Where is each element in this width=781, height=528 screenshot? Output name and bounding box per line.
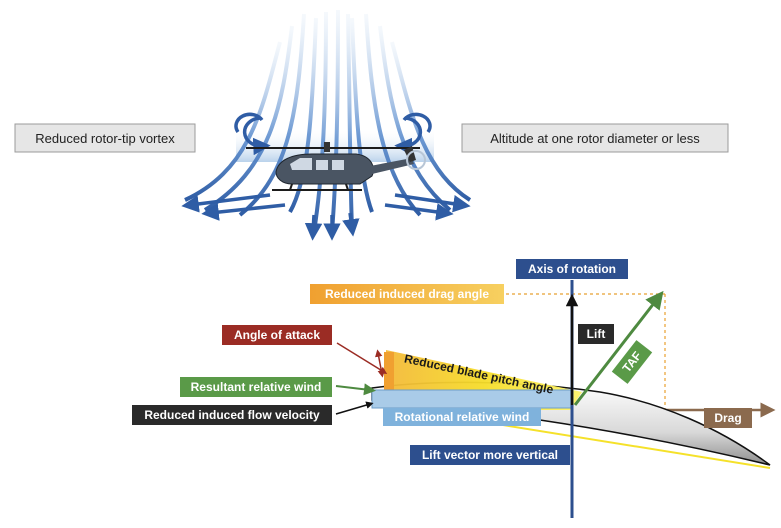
reduced-induced-drag-angle-label: Reduced induced drag angle — [310, 284, 504, 304]
taf-label: TAF — [611, 340, 653, 384]
svg-text:Axis of rotation: Axis of rotation — [528, 262, 616, 276]
angle-of-attack-arrow — [336, 342, 388, 374]
reduced-rotor-tip-vortex-label: Reduced rotor-tip vortex — [14, 123, 196, 153]
svg-text:Angle of attack: Angle of attack — [234, 328, 320, 342]
svg-text:Lift: Lift — [587, 327, 606, 341]
svg-text:Resultant relative wind: Resultant relative wind — [191, 380, 322, 394]
svg-text:Lift vector more vertical: Lift vector more vertical — [422, 448, 558, 462]
rotor-tip-vortex-right — [394, 112, 432, 156]
airflow-diagram — [181, 9, 472, 241]
helicopter-icon — [246, 142, 426, 191]
reduced-induced-flow-velocity-label: Reduced induced flow velocity — [132, 405, 332, 425]
angle-of-attack-strip — [384, 352, 394, 410]
reduced-induced-flow-velocity-arrow — [335, 401, 374, 415]
svg-text:Reduced induced drag angle: Reduced induced drag angle — [325, 287, 489, 301]
resultant-relative-wind-arrow — [335, 383, 376, 396]
ground-outflow-arrows — [181, 193, 471, 241]
downwash-flow-right — [350, 13, 472, 217]
rotational-relative-wind-label: Rotational relative wind — [383, 408, 541, 426]
resultant-relative-wind-label: Resultant relative wind — [180, 377, 332, 397]
taf-vector — [573, 290, 664, 406]
svg-text:Altitude at one rotor diameter: Altitude at one rotor diameter or less — [490, 131, 700, 146]
angle-of-attack-label: Angle of attack — [222, 325, 332, 345]
force-vector-diagram — [335, 280, 776, 518]
altitude-rotor-diameter-label: Altitude at one rotor diameter or less — [461, 123, 729, 153]
drag-label: Drag — [704, 408, 752, 428]
axis-of-rotation-label: Axis of rotation — [516, 259, 628, 279]
svg-text:Reduced rotor-tip vortex: Reduced rotor-tip vortex — [35, 131, 175, 146]
downwash-flow-center — [312, 9, 354, 233]
rotor-tip-vortex-left — [234, 112, 271, 156]
lift-label: Lift — [578, 324, 614, 344]
svg-text:Reduced induced flow velocity: Reduced induced flow velocity — [144, 408, 320, 422]
svg-text:Drag: Drag — [714, 411, 741, 425]
svg-text:Rotational relative wind: Rotational relative wind — [395, 410, 530, 424]
downwash-flow-left — [184, 13, 318, 217]
lift-vector-more-vertical-label: Lift vector more vertical — [410, 445, 570, 465]
